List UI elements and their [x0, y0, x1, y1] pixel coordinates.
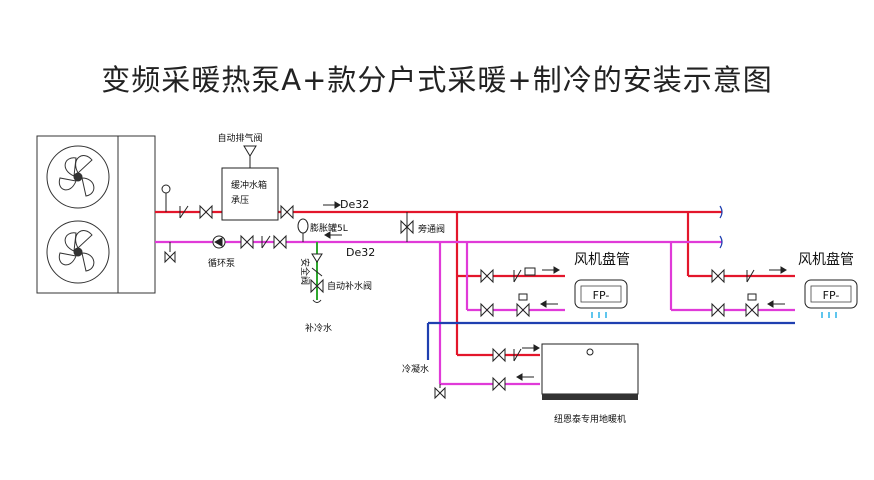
- fan-coil-label: 风机盘管: [574, 251, 630, 268]
- arrow-left-icon: [767, 300, 785, 308]
- buffer-tank: 自动排气阀 缓冲水箱 承压: [217, 132, 279, 221]
- arrow-right-icon: [769, 266, 787, 274]
- gate-valve-icon: [240, 234, 254, 250]
- drain-valve-icon: [164, 242, 176, 264]
- gate-valve-icon: [273, 234, 287, 250]
- motorized-valve-icon: [516, 293, 530, 318]
- gate-valve-icon: [480, 268, 494, 284]
- check-valve-icon: [261, 235, 271, 249]
- check-valve-icon: [179, 205, 189, 219]
- floor-heating-unit: 纽恩泰专用地暖机: [541, 343, 639, 425]
- auto-vent-valve-label: 自动排气阀: [217, 132, 262, 144]
- gate-valve-icon: [711, 268, 725, 284]
- arrow-right-icon: [323, 201, 341, 209]
- gate-valve-icon: [711, 302, 725, 318]
- buffer-tank-label: 缓冲水箱: [231, 179, 267, 191]
- bypass-valve-icon: [400, 212, 414, 242]
- check-valve-icon: [513, 269, 522, 283]
- buffer-tank-pressure-label: 承压: [231, 195, 249, 206]
- strainer-icon: [311, 267, 323, 277]
- auto-refill-valve-icon: [310, 278, 324, 294]
- supply-pipes: [155, 210, 795, 357]
- arrow-left-icon: [516, 373, 534, 381]
- cold-water-inlet-icon: [312, 299, 322, 303]
- thermostat-valve-icon: [524, 267, 536, 276]
- air-flow-icon: [591, 312, 607, 318]
- flow-arrows: [323, 201, 787, 381]
- pipe-end-break: [719, 235, 723, 249]
- fan-icon: [46, 220, 110, 284]
- circulation-pump-label: 循环泵: [208, 257, 235, 269]
- pipe-end-break: [719, 205, 723, 219]
- circulation-pump-icon: [212, 235, 226, 249]
- arrow-right-icon: [542, 266, 560, 274]
- auto-vent-valve-icon: [243, 145, 257, 157]
- arrow-left-icon: [540, 300, 558, 308]
- check-valve-icon: [746, 269, 755, 283]
- pressure-gauge-icon: [161, 184, 171, 212]
- safety-valve-label: 安全阀: [299, 258, 311, 285]
- fan-coil-display: FP-: [593, 289, 610, 302]
- condensate-pipe: [426, 321, 795, 360]
- gate-valve-icon: [199, 204, 213, 220]
- arrow-left-icon: [324, 231, 342, 239]
- fan-coil-label: 风机盘管: [798, 251, 854, 268]
- supply-pipe-size: De32: [340, 198, 369, 211]
- fan-coil-unit: FP- 风机盘管: [574, 251, 630, 318]
- gate-valve-icon: [280, 204, 294, 220]
- drain-valve-icon: [434, 384, 446, 400]
- gate-valve-icon: [492, 347, 506, 363]
- check-valve-icon: [513, 348, 522, 362]
- expansion-tank-icon: [297, 218, 309, 242]
- valve-icons: [161, 184, 759, 400]
- expansion-tank-label: 膨胀罐5L: [310, 222, 348, 234]
- motorized-valve-icon: [745, 293, 759, 318]
- return-pipe-size: De32: [346, 246, 375, 259]
- gate-valve-icon: [480, 302, 494, 318]
- bypass-valve-label: 旁通阀: [418, 223, 445, 235]
- air-flow-icon: [821, 312, 837, 318]
- auto-refill-valve-label: 自动补水阀: [327, 280, 372, 292]
- floor-heater-caption: 纽恩泰专用地暖机: [554, 413, 626, 425]
- arrow-right-icon: [522, 344, 540, 352]
- gate-valve-icon: [492, 376, 506, 392]
- cold-refill-label: 补冷水: [305, 322, 332, 334]
- condensate-label: 冷凝水: [402, 363, 429, 375]
- fan-icon: [46, 145, 110, 209]
- fan-coil-display: FP-: [823, 289, 840, 302]
- diagram-title: 变频采暖热泵A+款分户式采暖+制冷的安装示意图: [101, 63, 773, 97]
- indicator-icon: [586, 348, 594, 356]
- return-pipes: [155, 240, 795, 386]
- heat-pump-unit: [36, 135, 156, 294]
- safety-valve-icon: [311, 253, 323, 263]
- fan-coil-unit: FP- 风机盘管: [798, 251, 858, 318]
